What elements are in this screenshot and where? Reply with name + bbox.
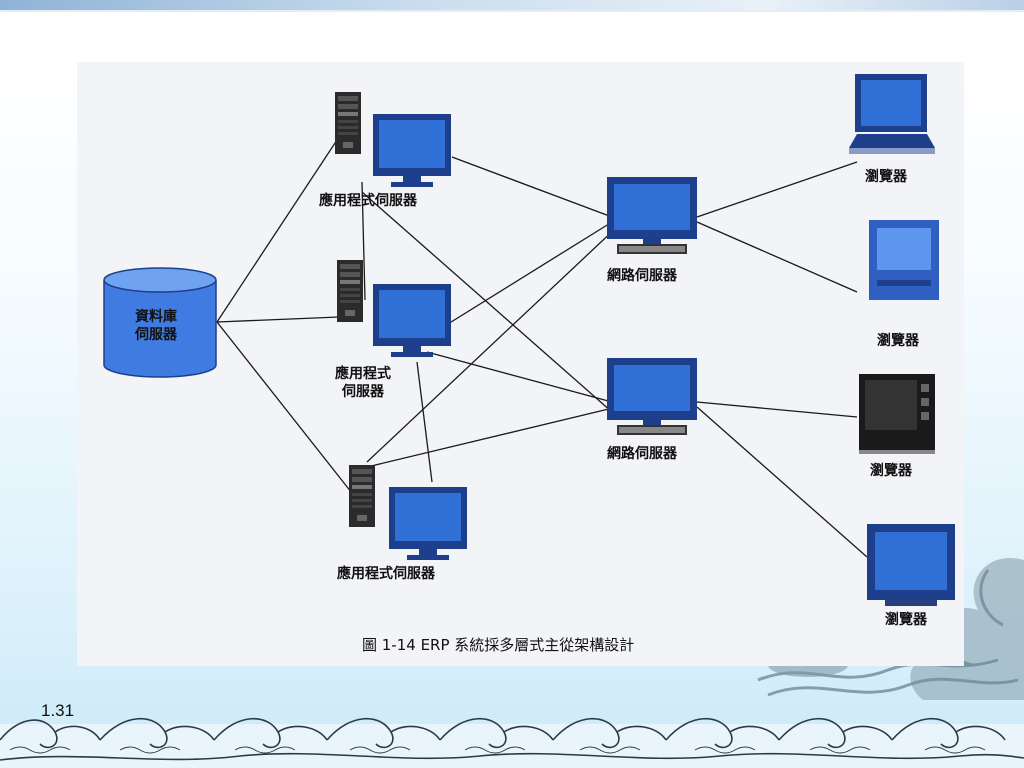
app-server-mid-label-line1: 應用程式 [335,366,391,382]
web-server-top-icon [607,177,697,254]
browser-monitor-icon [867,524,955,606]
browser-label-4: 瀏覽器 [885,612,927,628]
top-accent-line [0,10,1024,12]
browser-label-1: 瀏覽器 [865,169,907,185]
wave-border-decoration [0,717,1024,768]
browser-label-2: 瀏覽器 [877,333,919,349]
app-server-bottom-label: 應用程式伺服器 [337,566,435,582]
web-server-top-label: 網路伺服器 [607,268,677,284]
app-server-bottom-icon [349,465,467,560]
erp-architecture-figure: 資料庫 伺服器 應用程式伺服器 應用程式 伺服器 應用程式伺服器 網路伺服器 網… [77,62,964,666]
browser-label-3: 瀏覽器 [870,463,912,479]
browser-desktop-icon [869,220,939,300]
architecture-diagram [103,74,955,606]
connection-lines [216,136,868,558]
top-accent-bar [0,0,1024,10]
app-server-mid-icon [337,260,451,357]
database-label-line1: 資料庫 [135,309,177,325]
app-server-mid-label: 應用程式 伺服器 [335,365,391,401]
browser-laptop-icon [849,74,935,154]
figure-caption: 圖 1-14 ERP 系統採多層式主從架構設計 [362,636,635,654]
app-server-mid-label-line2: 伺服器 [342,384,384,400]
web-server-bottom-icon [607,358,697,435]
slide-number: 1.31 [41,701,75,720]
app-server-top-label: 應用程式伺服器 [319,193,417,209]
browser-device-icon [859,374,935,454]
database-label-line2: 伺服器 [135,327,177,343]
database-server-label: 資料庫 伺服器 [135,308,177,344]
app-server-top-icon [335,92,451,187]
database-cylinder-icon [103,267,217,378]
web-server-bottom-label: 網路伺服器 [607,446,677,462]
